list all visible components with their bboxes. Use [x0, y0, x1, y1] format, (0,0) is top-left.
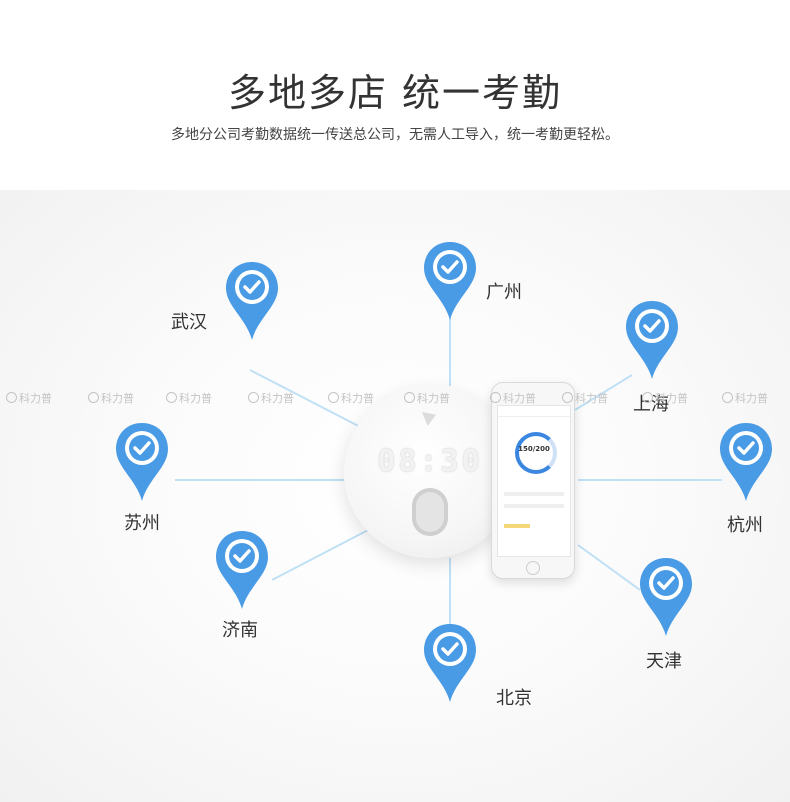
watermark-logo-icon [328, 392, 339, 403]
watermark: 科力普 [642, 390, 688, 406]
watermark-logo-icon [248, 392, 259, 403]
phone-row-highlight [504, 524, 530, 528]
watermark: 科力普 [88, 390, 134, 406]
watermark-logo-icon [562, 392, 573, 403]
phone-home-button [526, 561, 540, 575]
watermark-logo-icon [6, 392, 17, 403]
page-subtitle: 多地分公司考勤数据统一传送总公司，无需人工导入，统一考勤更轻松。 [171, 127, 619, 143]
city-label-wuhan: 武汉 [171, 312, 207, 333]
watermark-logo-icon [490, 392, 501, 403]
page-title: 多地多店 统一考勤 [227, 71, 563, 115]
city-label-beijing: 北京 [496, 688, 532, 709]
watermark-logo-icon [88, 392, 99, 403]
phone-status-bar [498, 406, 570, 417]
phone-mockup: 150/200 [491, 382, 575, 579]
watermark: 科力普 [562, 390, 608, 406]
attendance-device: 08:30 [344, 386, 516, 558]
location-pin-icon-suzhou [116, 423, 168, 501]
location-pin-icon-beijing [424, 624, 476, 702]
connector-tianjin [577, 544, 641, 591]
connector-shanghai [574, 374, 633, 411]
phone-row [504, 492, 564, 496]
location-pin-icon-hangzhou [720, 423, 772, 501]
connector-jinan [271, 527, 373, 581]
phone-count-text: 150/200 [518, 445, 550, 453]
phone-row [504, 504, 564, 508]
watermark: 科力普 [328, 390, 374, 406]
city-label-suzhou: 苏州 [124, 513, 160, 534]
fingerprint-sensor [412, 488, 448, 536]
watermark: 科力普 [404, 390, 450, 406]
watermark: 科力普 [166, 390, 212, 406]
progress-ring [515, 432, 557, 474]
location-pin-icon-guangzhou [424, 242, 476, 320]
connector-wuhan [249, 369, 371, 433]
brand-logo-icon [422, 412, 436, 426]
location-pin-icon-jinan [216, 531, 268, 609]
location-pin-icon-shanghai [626, 301, 678, 379]
location-pin-icon-wuhan [226, 262, 278, 340]
city-label-hangzhou: 杭州 [727, 515, 763, 536]
watermark-logo-icon [404, 392, 415, 403]
watermark: 科力普 [6, 390, 52, 406]
watermark-logo-icon [642, 392, 653, 403]
location-pin-icon-tianjin [640, 558, 692, 636]
city-label-jinan: 济南 [222, 620, 258, 641]
device-clock-display: 08:30 [377, 444, 483, 479]
watermark-logo-icon [166, 392, 177, 403]
city-label-tianjin: 天津 [646, 651, 682, 672]
city-label-guangzhou: 广州 [486, 282, 522, 303]
watermark: 科力普 [490, 390, 536, 406]
watermark: 科力普 [722, 390, 768, 406]
watermark-logo-icon [722, 392, 733, 403]
watermark: 科力普 [248, 390, 294, 406]
phone-screen: 150/200 [497, 405, 571, 557]
